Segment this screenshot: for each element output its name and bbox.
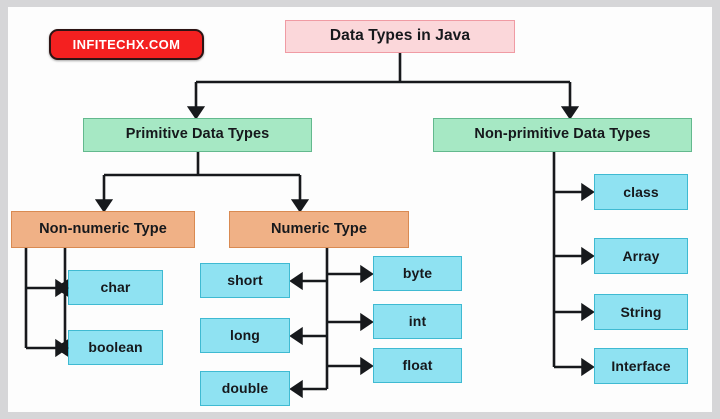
node-interface[interactable]: Interface [594, 348, 688, 384]
node-numeric-type[interactable]: Numeric Type [229, 211, 409, 248]
node-string[interactable]: String [594, 294, 688, 330]
node-root[interactable]: Data Types in Java [285, 20, 515, 53]
brand-badge: INFITECHX.COM [49, 29, 204, 60]
node-char[interactable]: char [68, 270, 163, 305]
node-boolean[interactable]: boolean [68, 330, 163, 365]
node-float[interactable]: float [373, 348, 462, 383]
node-double[interactable]: double [200, 371, 290, 406]
node-short[interactable]: short [200, 263, 290, 298]
node-int[interactable]: int [373, 304, 462, 339]
node-primitive-data-types[interactable]: Primitive Data Types [83, 118, 312, 152]
node-non-primitive-data-types[interactable]: Non-primitive Data Types [433, 118, 692, 152]
node-non-numeric-type[interactable]: Non-numeric Type [11, 211, 195, 248]
diagram-sheet: INFITECHX.COM Data Types in Java Primiti… [8, 7, 712, 412]
node-byte[interactable]: byte [373, 256, 462, 291]
node-array[interactable]: Array [594, 238, 688, 274]
node-class[interactable]: class [594, 174, 688, 210]
node-long[interactable]: long [200, 318, 290, 353]
